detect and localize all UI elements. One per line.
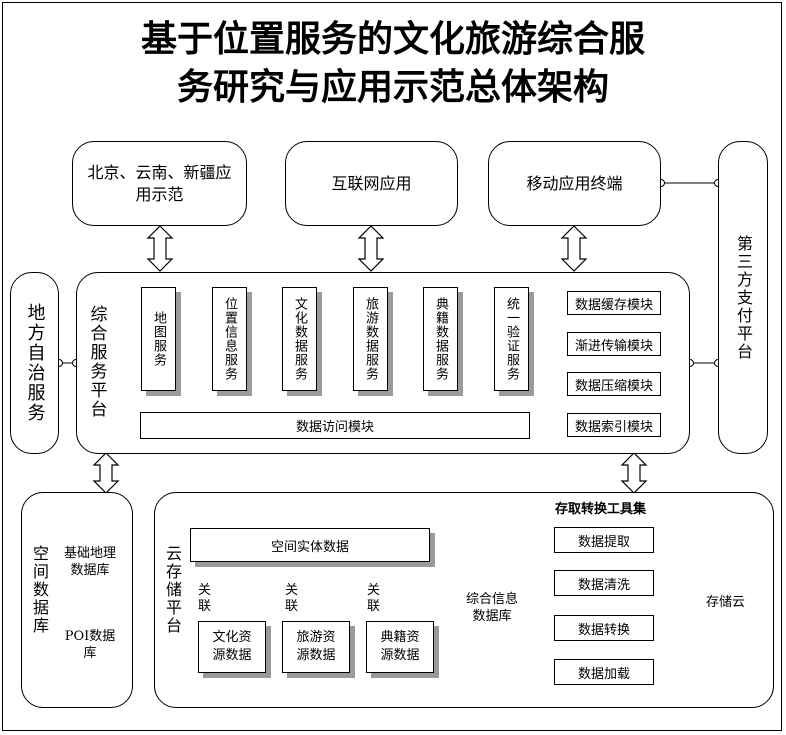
spatial-entity-box: 空间实体数据 xyxy=(190,528,430,562)
classics-resource-label: 典籍资源数据 xyxy=(380,630,420,663)
module-progressive: 渐进传输模块 xyxy=(567,332,661,356)
module-compress: 数据压缩模块 xyxy=(567,372,661,396)
cloud-label-wrap: 云存储平台 xyxy=(160,540,184,640)
module-compress-label: 数据压缩模块 xyxy=(574,378,653,394)
service-auth-label: 统一验证服务 xyxy=(504,297,519,381)
tool-clean-label: 数据清洗 xyxy=(577,577,630,593)
service-location: 位置信息服务 xyxy=(212,287,247,391)
diagram-title-line2: 务研究与应用示范总体架构 xyxy=(176,67,609,108)
app-demo-label: 北京、云南、新疆应用示范 xyxy=(87,162,232,204)
service-classics-label: 典籍数据服务 xyxy=(433,297,448,381)
relation-label-2: 关联 xyxy=(285,583,299,614)
data-access-module: 数据访问模块 xyxy=(140,412,530,439)
service-classics: 典籍数据服务 xyxy=(423,287,458,391)
tool-transform-label: 数据转换 xyxy=(577,622,630,638)
tourism-resource-box: 旅游资源数据 xyxy=(282,621,350,673)
integrated-platform-label-wrap: 综合服务平台 xyxy=(82,282,112,442)
local-service-label: 地方自治服务 xyxy=(24,303,46,423)
relation-label-1: 关联 xyxy=(198,583,212,614)
culture-resource-label: 文化资源数据 xyxy=(212,630,252,663)
integrated-db-label: 综合信息数据库 xyxy=(465,592,518,624)
tool-transform: 数据转换 xyxy=(554,615,654,641)
storage-cloud-label: 存储云 xyxy=(706,595,746,610)
app-internet-box: 互联网应用 xyxy=(285,141,458,226)
tool-clean: 数据清洗 xyxy=(554,570,654,596)
local-service-box: 地方自治服务 xyxy=(10,272,59,454)
app-demo-box: 北京、云南、新疆应用示范 xyxy=(72,141,247,226)
module-progressive-label: 渐进传输模块 xyxy=(574,338,653,354)
tool-load: 数据加载 xyxy=(554,659,654,685)
app-mobile-label: 移动应用终端 xyxy=(526,173,623,193)
service-map: 地图服务 xyxy=(141,287,176,391)
module-cache: 数据缓存模块 xyxy=(567,291,661,315)
poi-db-label: POI数据库 xyxy=(64,629,116,661)
service-map-label: 地图服务 xyxy=(151,311,166,367)
module-cache-label: 数据缓存模块 xyxy=(574,297,653,313)
module-index: 数据索引模块 xyxy=(567,413,661,437)
tourism-resource-label: 旅游资源数据 xyxy=(296,630,336,663)
app-internet-label: 互联网应用 xyxy=(331,173,412,193)
integrated-platform-label: 综合服务平台 xyxy=(86,305,107,419)
module-index-label: 数据索引模块 xyxy=(574,419,653,435)
service-location-label: 位置信息服务 xyxy=(222,297,237,381)
spatial-db-label-wrap: 空间数据库 xyxy=(26,530,52,650)
service-tourism: 旅游数据服务 xyxy=(353,287,388,391)
service-culture: 文化数据服务 xyxy=(282,287,317,391)
cloud-label: 云存储平台 xyxy=(163,545,182,635)
data-access-label: 数据访问模块 xyxy=(295,420,374,435)
toolset-title: 存取转换工具集 xyxy=(555,502,647,517)
app-mobile-box: 移动应用终端 xyxy=(488,141,661,226)
tool-extract-label: 数据提取 xyxy=(577,534,630,550)
service-culture-label: 文化数据服务 xyxy=(292,297,307,381)
service-tourism-label: 旅游数据服务 xyxy=(363,297,378,381)
relation-label-3: 关联 xyxy=(367,583,381,614)
basic-geo-db-label: 基础地理数据库 xyxy=(63,546,116,578)
service-auth: 统一验证服务 xyxy=(494,287,529,391)
classics-resource-box: 典籍资源数据 xyxy=(366,621,434,673)
diagram-title-line1: 基于位置服务的文化旅游综合服 xyxy=(140,19,645,60)
spatial-db-label: 空间数据库 xyxy=(30,545,49,635)
culture-resource-box: 文化资源数据 xyxy=(198,621,266,673)
tool-extract: 数据提取 xyxy=(554,527,654,553)
third-party-label: 第三方支付平台 xyxy=(734,234,753,361)
tool-load-label: 数据加载 xyxy=(577,666,630,682)
third-party-box: 第三方支付平台 xyxy=(718,141,768,454)
spatial-entity-label: 空间实体数据 xyxy=(270,539,349,555)
spatial-db-box xyxy=(21,492,133,708)
